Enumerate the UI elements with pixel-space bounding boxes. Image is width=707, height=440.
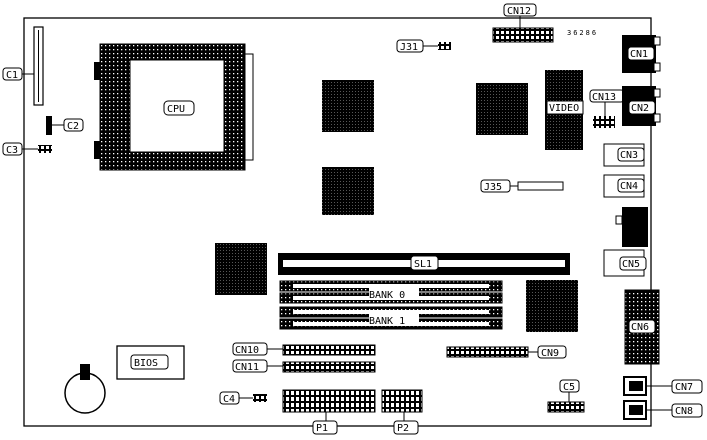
c5-header <box>547 401 585 413</box>
bios-chip-outline <box>116 345 185 380</box>
cn2-screw-bottom <box>653 113 661 123</box>
cn12-header <box>492 27 554 43</box>
cpu-label: CPU <box>167 104 185 115</box>
callout-c1-label: C1 <box>6 70 18 81</box>
port-screw <box>615 215 623 225</box>
p1-power-connector <box>282 389 376 413</box>
cn1-screw-top <box>653 36 661 46</box>
cn7-inner <box>629 381 643 391</box>
bank1-simm-1-opening <box>293 310 489 314</box>
callout-cn10-label: CN10 <box>235 345 259 356</box>
callout-cn9 <box>537 345 567 359</box>
callout-p1 <box>312 420 338 435</box>
callout-cn12-label: CN12 <box>507 6 531 17</box>
cn13-header <box>593 116 615 128</box>
cpu-label-box <box>163 100 195 116</box>
chipset-chip-4 <box>215 243 267 295</box>
cpu-clip-top <box>94 62 100 80</box>
sl1-label-box <box>410 255 439 271</box>
callout-cn11-label: CN11 <box>235 362 259 373</box>
bank0-label-box <box>369 287 419 300</box>
bios-label: BIOS <box>134 358 158 369</box>
callout-cn5-label: CN5 <box>622 259 640 270</box>
chipset-chip-1 <box>322 80 374 132</box>
callout-cn1 <box>627 46 655 61</box>
video-label: VIDEO <box>549 103 579 114</box>
cn11-header <box>282 361 376 373</box>
callout-j35-label: J35 <box>484 182 502 193</box>
bios-label-box <box>130 354 169 370</box>
callout-j31-label: J31 <box>400 42 418 53</box>
chipset-chip-3 <box>476 83 528 135</box>
callout-cn3-label: CN3 <box>620 150 638 161</box>
callout-cn6 <box>628 319 656 334</box>
callout-p2 <box>393 420 419 435</box>
callout-cn7 <box>671 379 703 394</box>
cn9-header <box>446 346 529 358</box>
callout-cn2-label: CN2 <box>631 103 649 114</box>
board-id: 36286 <box>567 29 598 37</box>
callout-cn8-label: CN8 <box>675 406 693 417</box>
bank1-label-box <box>369 313 419 326</box>
p2-power-connector <box>381 389 423 413</box>
sl1-label: SL1 <box>414 259 432 270</box>
chipset-chip-5 <box>526 280 578 332</box>
callout-cn9-label: CN9 <box>541 348 559 359</box>
callout-c2-label: C2 <box>67 121 79 132</box>
callout-p2-label: P2 <box>397 423 409 434</box>
cpu-clip-bottom <box>94 141 100 159</box>
callout-c5-label: C5 <box>563 382 575 393</box>
cn8-inner <box>629 405 643 415</box>
cn10-header <box>282 344 376 356</box>
chipset-chip-2 <box>322 167 374 215</box>
bank0-label: BANK 0 <box>369 290 405 301</box>
j31-jumper <box>438 42 451 50</box>
callout-cn4 <box>617 178 645 193</box>
callout-c4-label: C4 <box>223 394 235 405</box>
cn1-screw-bottom <box>653 62 661 72</box>
c2-component <box>46 116 52 135</box>
c4-jumper <box>253 394 267 402</box>
callout-cn7-label: CN7 <box>675 382 693 393</box>
cn2-screw-top <box>653 88 661 98</box>
c3-jumper <box>38 145 52 153</box>
callout-c3-label: C3 <box>6 145 18 156</box>
video-label-box <box>546 100 584 115</box>
callout-cn6-label: CN6 <box>631 322 649 333</box>
callout-cn13-label: CN13 <box>592 92 616 103</box>
bank0-simm-1-opening <box>293 284 489 288</box>
battery-clip <box>80 364 90 380</box>
callout-c2 <box>63 118 84 132</box>
callout-cn3 <box>617 147 645 162</box>
cpu-lever <box>244 53 254 161</box>
cn-unlabeled-port <box>622 207 648 247</box>
callout-cn5 <box>619 256 647 271</box>
j35-connector <box>517 181 564 191</box>
bank1-label: BANK 1 <box>369 316 405 327</box>
callout-cn8 <box>671 403 703 418</box>
callout-p1-label: P1 <box>316 423 328 434</box>
callout-cn2 <box>628 100 656 115</box>
callout-cn1-label: CN1 <box>630 49 648 60</box>
callout-cn4-label: CN4 <box>620 181 638 192</box>
